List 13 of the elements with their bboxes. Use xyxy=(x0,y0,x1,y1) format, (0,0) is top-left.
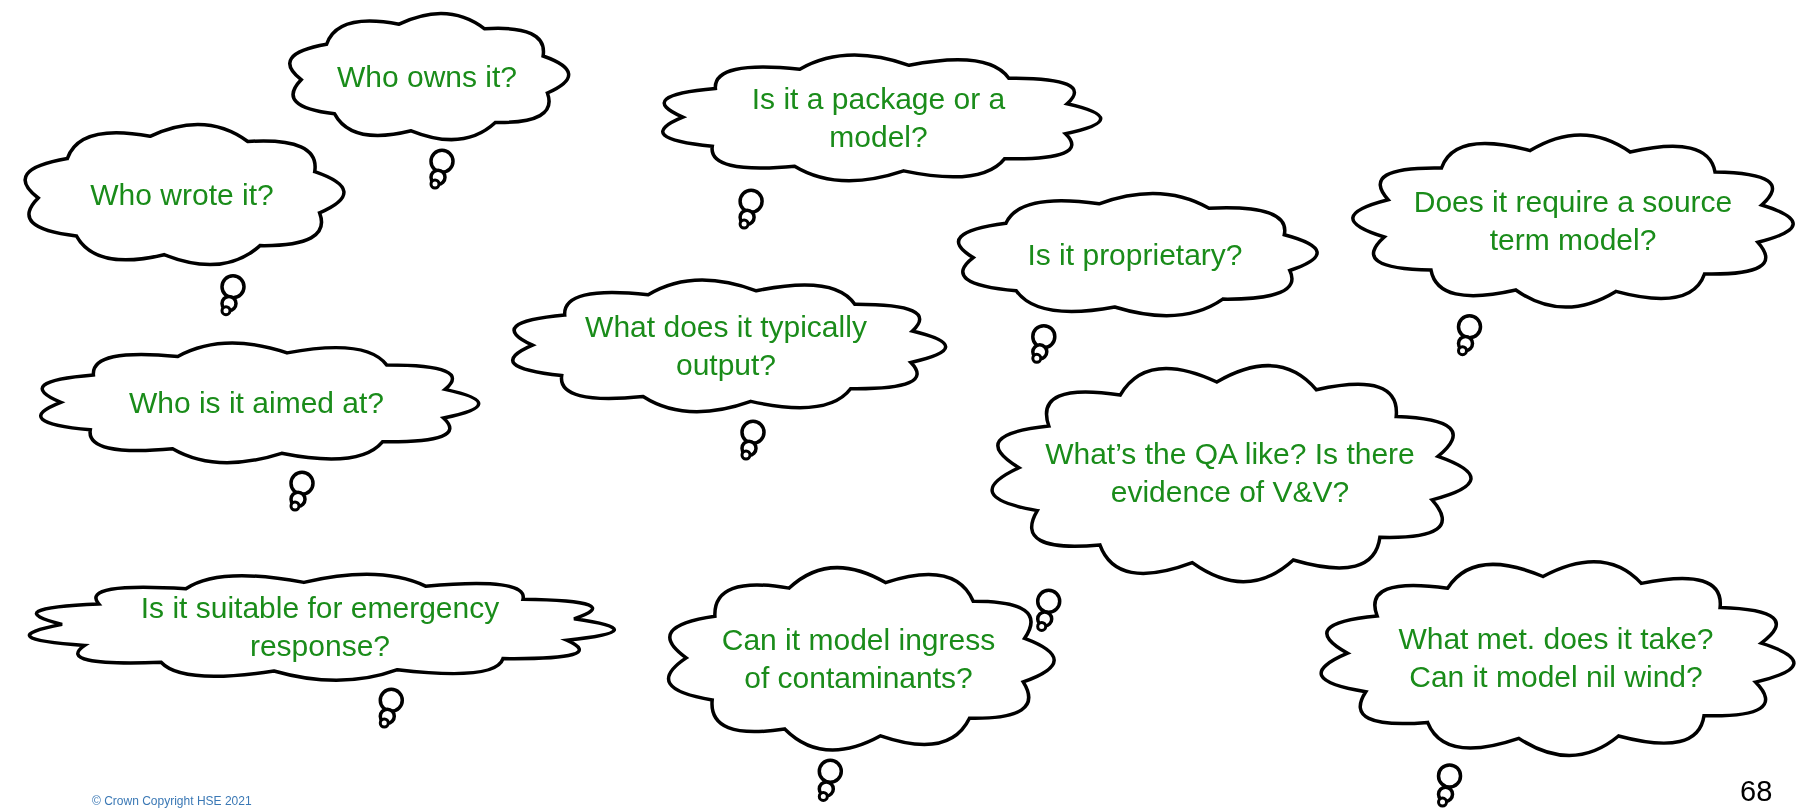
question-text: Who owns it? xyxy=(336,59,518,95)
question-text: Does it require a source term model? xyxy=(1412,184,1734,258)
question-text: What does it typically output? xyxy=(584,309,868,383)
question-text: What met. does it take? Can it model nil wind? xyxy=(1397,621,1715,695)
question-text: Who is it aimed at? xyxy=(128,385,385,421)
question-text: Is it a package or a model? xyxy=(750,81,1007,155)
page-number: 68 xyxy=(1740,777,1773,806)
question-text: What’s the QA like? Is there evidence of V&V? xyxy=(1044,436,1416,510)
question-text: Is it suitable for emergency response? xyxy=(139,590,501,664)
question-text: Is it proprietary? xyxy=(1027,237,1243,273)
question-text: Who wrote it? xyxy=(90,177,274,213)
question-text: Can it model ingress of contaminants? xyxy=(720,622,997,696)
copyright-note: © Crown Copyright HSE 2021 xyxy=(92,795,252,807)
